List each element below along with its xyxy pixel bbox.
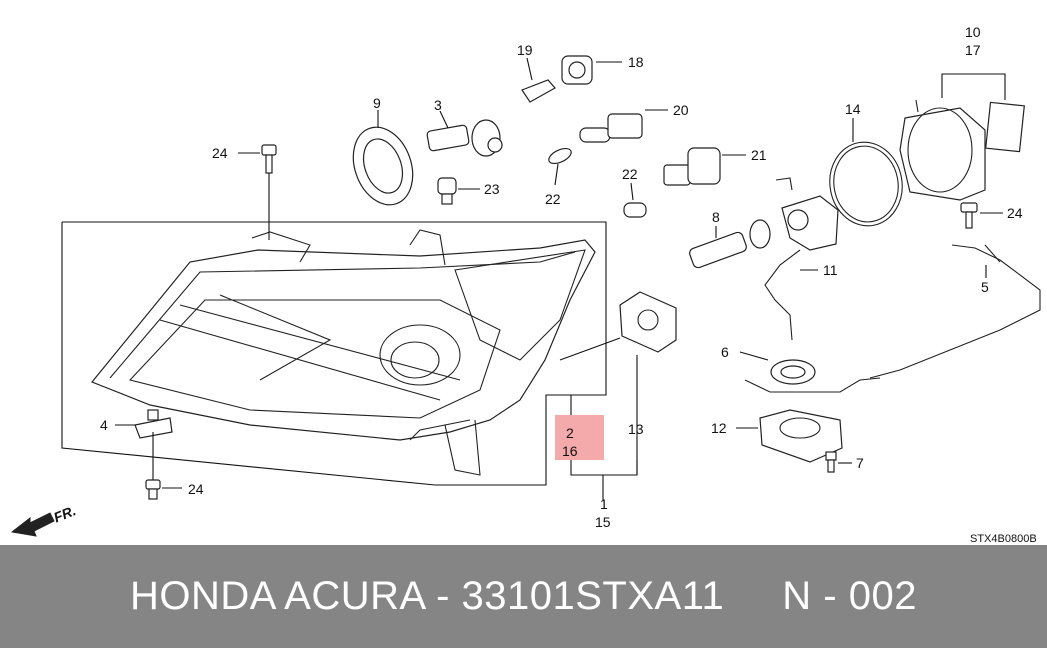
callout-11: 11 [823, 262, 838, 278]
callout-1: 1 [600, 496, 608, 512]
cover-10-17 [899, 99, 1025, 201]
front-marker-label: FR. [51, 502, 78, 525]
assembly-outline [61, 221, 607, 486]
bulb-22-left [548, 147, 572, 165]
bolt-24-right [960, 202, 978, 229]
callout-18: 18 [628, 54, 644, 70]
callout-6: 6 [721, 344, 729, 360]
connector-6 [744, 359, 881, 393]
bulb-8 [689, 219, 771, 269]
clip-19 [521, 79, 556, 103]
front-arrow-icon [10, 512, 55, 537]
igniter-11 [764, 177, 839, 341]
part-number-caption: HONDA ACURA - 33101STXA11 N - 002 [130, 574, 917, 618]
callout-10: 10 [965, 24, 981, 40]
bulb-22-right [623, 202, 647, 218]
callout-16: 16 [562, 443, 578, 459]
callout-22-right: 22 [622, 166, 638, 182]
callout-20: 20 [673, 102, 689, 118]
callout-15: 15 [595, 514, 611, 530]
callout-22-left: 22 [545, 191, 561, 207]
callout-14: 14 [845, 101, 861, 117]
gasket-ring-14 [829, 141, 903, 227]
callout-9: 9 [373, 95, 381, 111]
bulb-3 [426, 119, 503, 157]
callout-8: 8 [712, 209, 720, 225]
clip-23 [437, 177, 457, 205]
callout-2: 2 [566, 425, 574, 441]
ballast-12 [759, 409, 843, 463]
callout-3: 3 [434, 97, 442, 113]
callout-5: 5 [981, 279, 989, 295]
bolt-24-bottom [145, 432, 161, 500]
diagram-code: STX4B0800B [970, 533, 1037, 545]
headlight-exploded-diagram: 1 2 3 4 5 6 7 8 9 10 11 12 13 14 15 16 1… [10, 24, 1041, 545]
leveling-actuator-13 [559, 291, 677, 361]
callout-17: 17 [965, 42, 981, 58]
bolt-24-top-left [261, 144, 277, 240]
bracket-4 [134, 409, 173, 439]
callout-24-top-left: 24 [212, 145, 228, 161]
socket-18 [561, 55, 593, 85]
callout-19: 19 [517, 42, 533, 58]
bulb-20 [579, 113, 643, 143]
callout-21: 21 [751, 147, 767, 163]
callout-24-bottom: 24 [188, 481, 204, 497]
headlamp-housing [91, 229, 596, 476]
callout-7: 7 [856, 455, 864, 471]
footer-bar: HONDA ACURA - 33101STXA11 N - 002 [0, 545, 1047, 648]
callout-23: 23 [484, 181, 500, 197]
socket-21 [663, 147, 721, 186]
seal-ring-9 [352, 126, 414, 206]
highlight-part-2-16 [555, 415, 604, 460]
callout-13: 13 [628, 421, 644, 437]
screw-7 [825, 451, 837, 473]
callout-4: 4 [100, 417, 108, 433]
callout-12: 12 [711, 420, 727, 436]
callout-24-right: 24 [1007, 205, 1023, 221]
cable-5 [869, 244, 1041, 379]
